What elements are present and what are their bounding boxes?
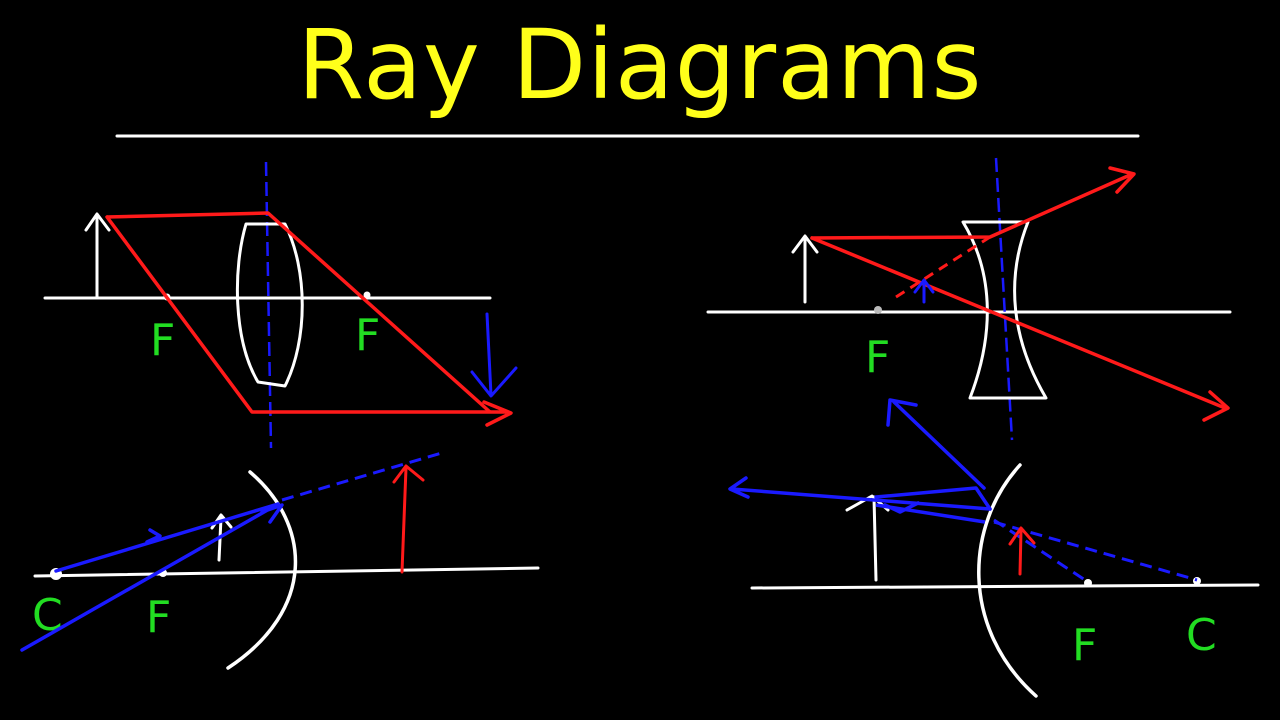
- lens-vertical-axis: [994, 157, 1014, 441]
- lens-vertical-axis: [264, 161, 273, 449]
- center-of-curvature: [1193, 577, 1201, 585]
- page-title: Ray Diagrams: [297, 9, 983, 121]
- reflected-ray-upward: [886, 398, 986, 490]
- focal-point: [363, 291, 371, 299]
- object-arrow: [84, 212, 111, 299]
- ray-through-focus: [106, 211, 492, 414]
- focal-point-label: F: [355, 310, 380, 361]
- center-label: C: [1186, 610, 1217, 661]
- virtual-ray-extension: [895, 235, 991, 299]
- image-arrow: [1008, 526, 1036, 576]
- concave-lens-icon: [961, 220, 1048, 400]
- object-arrow: [791, 234, 819, 304]
- virtual-ray-extension: [993, 518, 1089, 584]
- ray-parallel: [810, 166, 1136, 240]
- virtual-ray-extension: [993, 520, 1198, 582]
- focal-point-label: F: [1072, 620, 1097, 671]
- convex-mirror-icon: [226, 470, 298, 670]
- ray-through-center: [810, 236, 1230, 422]
- convex-lens-diagram: F F: [43, 161, 518, 449]
- convex-lens-icon: [235, 222, 304, 388]
- focal-point-label: F: [865, 332, 890, 383]
- principal-axis: [33, 566, 540, 578]
- reflected-ray: [728, 476, 992, 511]
- focal-point: [874, 306, 882, 314]
- ray-parallel-after: [105, 215, 513, 427]
- object-arrow: [845, 494, 890, 582]
- concave-lens-diagram: F: [706, 157, 1232, 441]
- image-arrow: [392, 464, 425, 574]
- focal-point-label: F: [146, 592, 171, 643]
- virtual-ray-extension: [281, 450, 446, 502]
- incident-ray: [54, 502, 280, 573]
- ray-to-mirror: [875, 503, 986, 524]
- reflected-ray: [20, 502, 284, 652]
- image-arrow: [913, 278, 935, 304]
- image-arrow: [470, 312, 518, 398]
- concave-mirror-icon: [977, 463, 1038, 698]
- focal-point: [1084, 579, 1092, 587]
- principal-axis: [750, 583, 1260, 590]
- convex-mirror-diagram: C F: [20, 450, 540, 670]
- concave-mirror-diagram: F C: [728, 398, 1260, 698]
- center-label: C: [32, 590, 63, 641]
- focal-point-label: F: [150, 315, 175, 366]
